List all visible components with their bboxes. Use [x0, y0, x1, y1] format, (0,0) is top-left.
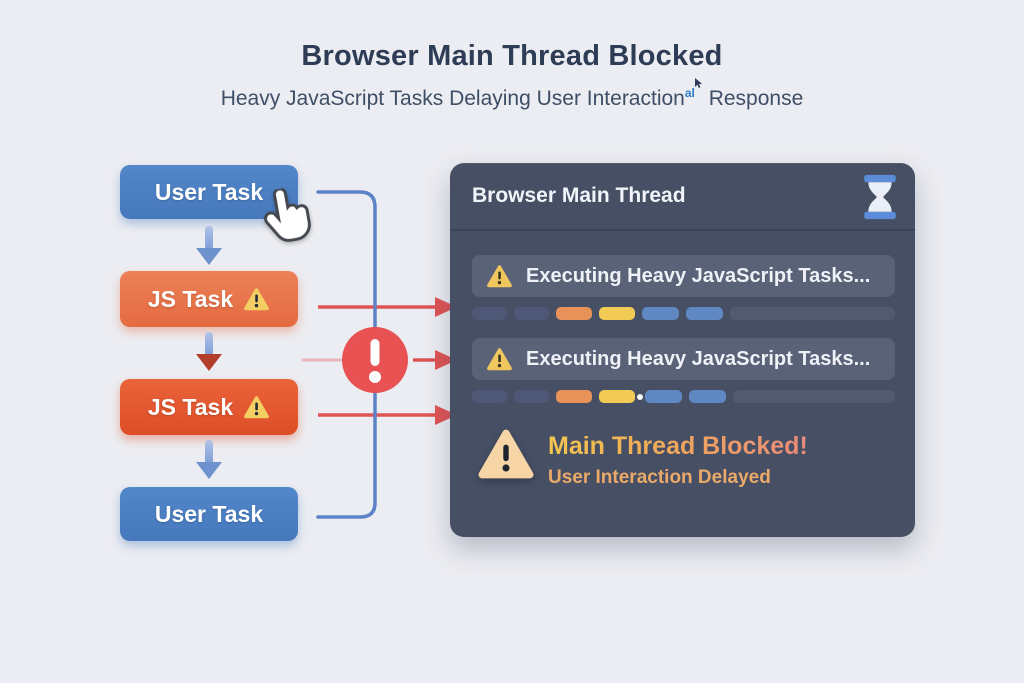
down-arrow-icon — [196, 226, 222, 265]
node-label: User Task — [154, 500, 264, 527]
executing-task-row: Executing Heavy JavaScript Tasks... — [472, 338, 895, 380]
hourglass-icon — [864, 174, 896, 220]
timeline-segment-yellow — [599, 390, 635, 403]
timeline-segment-dot — [637, 393, 643, 400]
cursor-glyph-icon: al — [685, 78, 703, 100]
timeline-segment-blue — [686, 307, 723, 320]
panel-header: Browser Main Thread — [450, 163, 915, 231]
flow-node-js-task-2: JS Task — [120, 379, 298, 435]
subtitle-tail: Response — [702, 87, 804, 110]
timeline-segment-track — [733, 390, 895, 403]
down-arrow-blocked-icon — [196, 332, 222, 371]
task-row-label: Executing Heavy JavaScript Tasks... — [526, 264, 871, 287]
browser-main-thread-panel: Browser Main Thread Executing Heavy Java… — [450, 163, 915, 537]
node-label: User Task — [154, 178, 264, 205]
hand-cursor-icon — [264, 187, 311, 242]
task-timeline — [472, 390, 895, 403]
timeline-segment-track — [730, 307, 895, 320]
alert-title: Main Thread Blocked! — [548, 432, 808, 460]
node-label: JS Task — [147, 285, 234, 312]
timeline-segment-slate — [514, 307, 549, 320]
warning-triangle-icon — [487, 264, 512, 287]
page-subtitle: Heavy JavaScript Tasks Delaying User Int… — [0, 78, 1024, 111]
executing-task-row: Executing Heavy JavaScript Tasks... — [472, 255, 895, 297]
flow-node-js-task-1: JS Task — [120, 271, 298, 327]
warning-triangle-icon — [244, 287, 269, 310]
connector-lines — [302, 190, 457, 519]
timeline-segment-orange — [556, 390, 592, 403]
task-row-label: Executing Heavy JavaScript Tasks... — [526, 347, 871, 370]
warning-triangle-icon — [487, 347, 512, 370]
alert-subtitle: User Interaction Delayed — [548, 467, 771, 488]
timeline-segment-yellow — [599, 307, 635, 320]
timeline-segment-slate — [472, 390, 507, 403]
panel-title: Browser Main Thread — [472, 184, 686, 207]
alert-text-group: Main Thread Blocked! User Interaction De… — [548, 429, 808, 489]
timeline-segment-blue — [689, 390, 726, 403]
alert-warning-triangle-icon — [478, 429, 534, 479]
flow-node-user-task-bottom: User Task — [120, 487, 298, 541]
timeline-segment-slate — [514, 390, 549, 403]
page-title: Browser Main Thread Blocked — [301, 40, 723, 72]
timeline-segment-blue — [645, 390, 682, 403]
timeline-segment-slate — [472, 307, 507, 320]
timeline-segment-orange — [556, 307, 592, 320]
exclamation-circle-icon — [342, 327, 408, 393]
node-label: JS Task — [147, 393, 234, 420]
subtitle-text: Heavy JavaScript Tasks Delaying User Int… — [220, 87, 685, 110]
timeline-segment-blue — [642, 307, 679, 320]
task-timeline — [472, 307, 895, 320]
blocked-alert: Main Thread Blocked! User Interaction De… — [478, 429, 808, 489]
warning-triangle-icon — [244, 395, 269, 418]
flow-node-user-task-top: User Task — [120, 165, 298, 219]
down-arrow-icon — [196, 440, 222, 479]
